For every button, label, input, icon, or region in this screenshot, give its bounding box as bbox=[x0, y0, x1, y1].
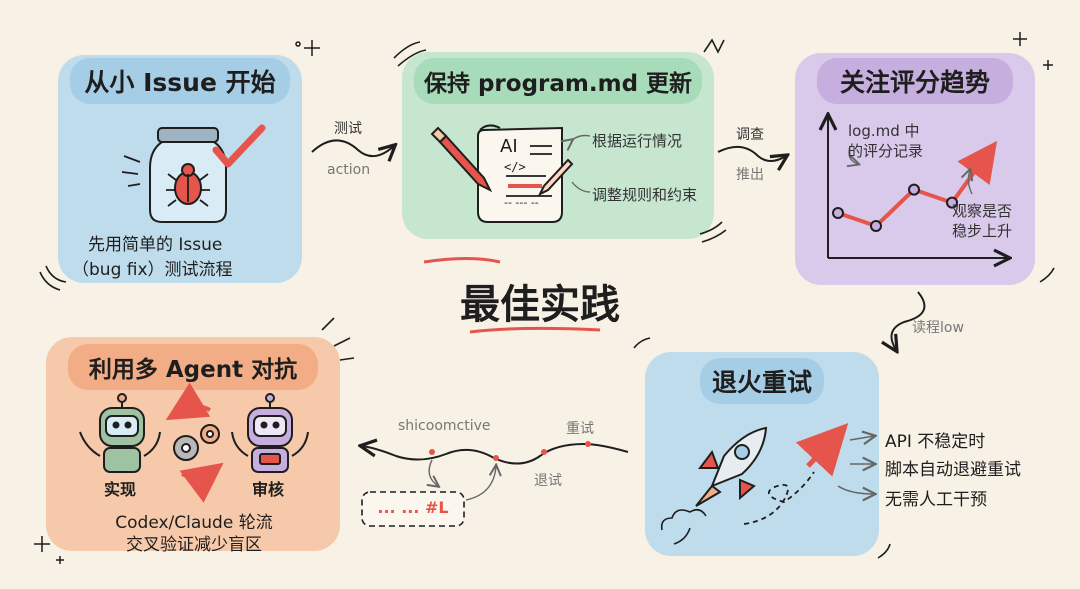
score-point-4 bbox=[946, 196, 958, 209]
gears-icon bbox=[173, 424, 220, 461]
document-icon bbox=[477, 124, 563, 223]
arrow-down-label: 读程low bbox=[912, 320, 964, 336]
arrow-test bbox=[311, 139, 394, 156]
rocket-icon bbox=[695, 426, 768, 507]
score-chart bbox=[832, 140, 998, 232]
score-point-1 bbox=[832, 207, 844, 219]
multi-agent-caption-2: 交叉验证减少盲区 bbox=[126, 535, 262, 555]
robot-implement-label: 实现 bbox=[104, 480, 137, 499]
wave-label-bottom: 退试 bbox=[534, 473, 562, 489]
page-title: 最佳实践 bbox=[460, 282, 620, 328]
score-chart-axes bbox=[828, 116, 1008, 258]
log-box-text: ... ... #L bbox=[377, 498, 449, 517]
sparkle-icon bbox=[34, 32, 1053, 564]
swap-arrow-top bbox=[165, 382, 211, 421]
arrow-investigate bbox=[717, 145, 786, 161]
multi-agent-caption-1: Codex/Claude 轮流 bbox=[115, 513, 273, 533]
pen-icon bbox=[430, 126, 574, 197]
wave-label-left: shicoomctive bbox=[398, 418, 491, 434]
start-small-caption-1: 先用简单的 Issue bbox=[88, 235, 223, 255]
keep-program-note-top: 根据运行情况 bbox=[592, 132, 683, 150]
multi-agent-title: 利用多 Agent 对抗 bbox=[68, 344, 318, 390]
arrow-test-label: 测试 bbox=[334, 121, 362, 137]
robot-review-icon bbox=[231, 393, 309, 473]
robot-implement-icon bbox=[79, 393, 161, 473]
score-point-2 bbox=[870, 220, 882, 232]
keep-program-title: 保持 program.md 更新 bbox=[414, 58, 702, 104]
bug-jar-icon bbox=[121, 124, 266, 223]
score-note-bottom-2: 稳步上升 bbox=[952, 222, 1013, 240]
watch-score-title: 关注评分趋势 bbox=[817, 58, 1013, 104]
score-note-top-2: 的评分记录 bbox=[848, 142, 924, 160]
start-small-caption-2: （bug fix）测试流程 bbox=[72, 260, 233, 280]
arrow-investigate-label: 调查 bbox=[736, 127, 764, 143]
arrow-action-label: action bbox=[327, 162, 371, 178]
score-note-bottom-1: 观察是否 bbox=[952, 202, 1013, 220]
robot-review-label: 审核 bbox=[252, 480, 285, 499]
retry-bullet-1: API 不稳定时 bbox=[885, 432, 986, 452]
retry-bullet-3: 无需人工干预 bbox=[885, 490, 987, 510]
smoke-icon bbox=[660, 508, 707, 545]
motion-lines-icon bbox=[39, 38, 1055, 559]
doc-code-label: </> bbox=[504, 160, 526, 174]
doc-ai-label: AI bbox=[500, 136, 518, 157]
score-note-top-1: log.md 中 bbox=[848, 122, 920, 140]
arrow-push-label: 推出 bbox=[736, 167, 764, 183]
retry-bullet-2: 脚本自动退避重试 bbox=[885, 460, 1021, 480]
start-small-title: 从小 Issue 开始 bbox=[70, 58, 290, 104]
retry-path bbox=[743, 471, 815, 525]
swap-arrow-bottom bbox=[179, 462, 224, 503]
score-point-3 bbox=[908, 183, 920, 196]
retry-arrow-red bbox=[795, 423, 849, 477]
arrow-down bbox=[892, 291, 926, 350]
log-box bbox=[361, 491, 465, 527]
keep-program-note-bottom: 调整规则和约束 bbox=[592, 186, 698, 204]
doc-dashes-label: ‑‑ ‑‑‑ ‑‑ bbox=[504, 196, 539, 209]
retry-title: 退火重试 bbox=[700, 358, 824, 404]
wave-label-right: 重试 bbox=[566, 421, 594, 437]
